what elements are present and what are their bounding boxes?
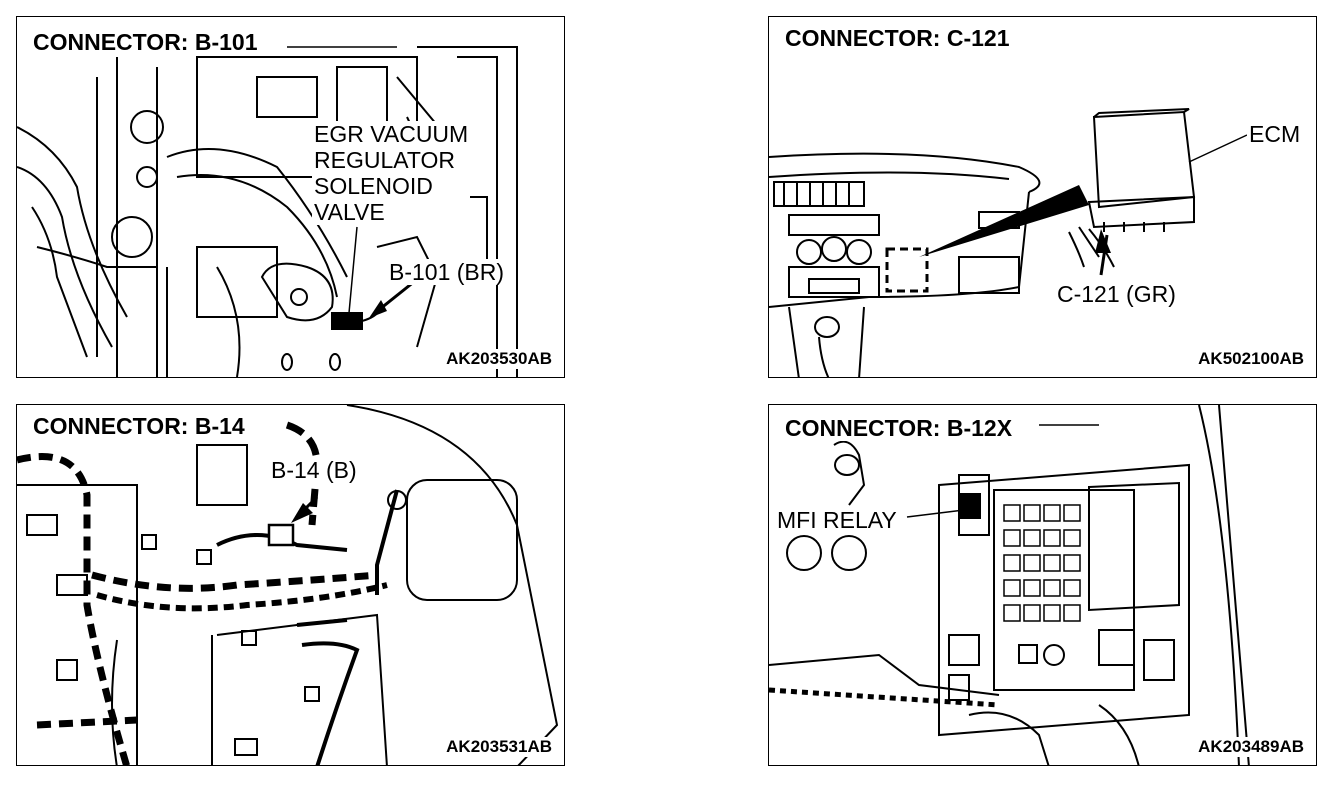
panel-title: CONNECTOR: B-12X — [781, 415, 1017, 441]
connector-label: B-14 (B) — [269, 457, 359, 483]
panel-title: CONNECTOR: B-14 — [29, 413, 249, 439]
relay-box-illustration — [769, 405, 1250, 765]
diagram-panel-b14: CONNECTOR: B-14 B-14 (B) AK203531AB — [16, 404, 565, 766]
harness-illustration — [17, 405, 559, 765]
figure-code: AK203530AB — [444, 349, 554, 369]
label-line: VALVE — [314, 199, 385, 225]
engine-bay-illustration — [17, 46, 518, 377]
panel-title: CONNECTOR: B-101 — [29, 29, 262, 55]
mfi-relay-label: MFI RELAY — [775, 507, 899, 533]
diagram-panel-b101: CONNECTOR: B-101 EGR VACUUM REGULATOR SO… — [16, 16, 565, 378]
label-line: SOLENOID — [314, 173, 433, 199]
figure-code: AK203489AB — [1196, 737, 1306, 757]
dashboard-ecm-illustration — [769, 108, 1248, 377]
ecm-label: ECM — [1247, 121, 1303, 147]
diagram-panel-c121: CONNECTOR: C-121 ECM C-121 (GR) AK502100… — [768, 16, 1317, 378]
label-line: REGULATOR — [314, 147, 456, 173]
label-line: EGR VACUUM — [314, 121, 469, 147]
diagram-panel-b12x: CONNECTOR: B-12X MFI RELAY AK203489AB — [768, 404, 1317, 766]
connector-label: B-101 (BR) — [387, 259, 507, 285]
egr-valve-label: EGR VACUUM REGULATOR SOLENOID VALVE — [312, 121, 471, 225]
figure-code: AK502100AB — [1196, 349, 1306, 369]
figure-code: AK203531AB — [444, 737, 554, 757]
connector-label: C-121 (GR) — [1055, 281, 1178, 307]
panel-title: CONNECTOR: C-121 — [781, 25, 1014, 51]
